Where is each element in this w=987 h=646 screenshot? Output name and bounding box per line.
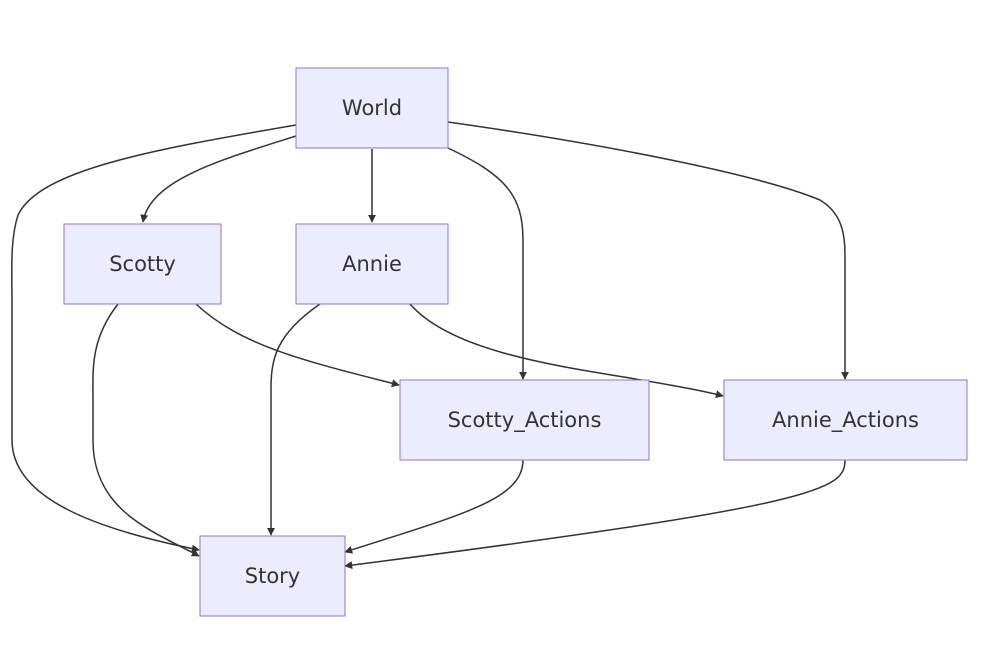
node-scotty-actions-box — [399, 379, 650, 461]
edge-world-to-scotty — [140, 135, 297, 223]
node-story-box — [199, 535, 346, 617]
node-annie-actions-box — [723, 379, 968, 461]
edges — [11, 121, 849, 570]
node-scotty-box — [63, 223, 222, 305]
node-annie-actions[interactable]: Annie_Actions — [723, 379, 968, 461]
edge-scotty-to-story — [92, 303, 200, 557]
node-world-label: World — [342, 96, 402, 120]
edge-world-to-annie-actions — [447, 121, 849, 380]
node-annie-label: Annie — [342, 252, 402, 276]
node-world[interactable]: World — [295, 67, 449, 149]
node-annie[interactable]: Annie — [295, 223, 449, 305]
node-story[interactable]: Story — [199, 535, 346, 617]
edge-annie-to-annie-actions — [409, 303, 724, 399]
edge-scotty-actions-to-story — [344, 459, 524, 554]
node-scotty-actions[interactable]: Scotty_Actions — [399, 379, 650, 461]
edge-annie-to-story — [267, 303, 321, 536]
node-story-label: Story — [245, 564, 300, 588]
node-scotty[interactable]: Scotty — [63, 223, 222, 305]
edge-world-to-scotty-actions — [447, 147, 527, 380]
node-scotty-label: Scotty — [109, 252, 176, 276]
node-scotty-actions-label: Scotty_Actions — [448, 408, 602, 433]
node-annie-actions-label: Annie_Actions — [772, 408, 919, 433]
node-annie-box — [295, 223, 449, 305]
edge-annie-actions-to-story — [344, 459, 846, 570]
node-world-box — [295, 67, 449, 149]
edge-world-to-story — [11, 124, 297, 553]
edge-scotty-to-scotty-actions — [195, 303, 400, 388]
